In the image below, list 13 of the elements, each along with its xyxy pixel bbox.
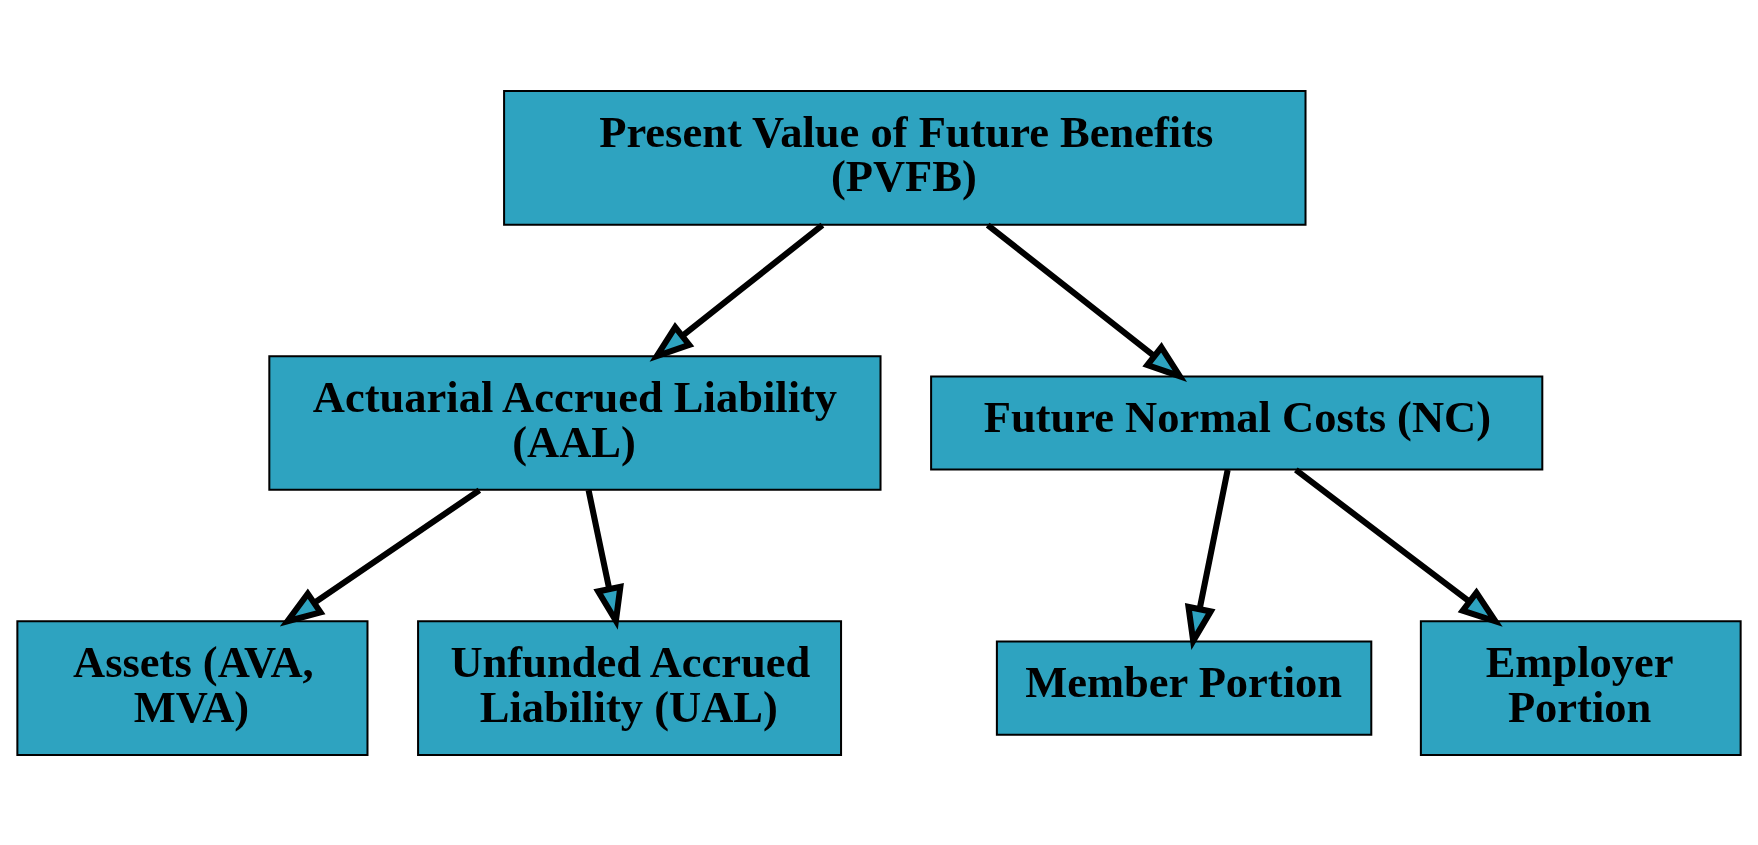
node-box: Assets (AVA, MVA) bbox=[16, 619, 369, 756]
node-box: Present Value of Future Benefits (PVFB) bbox=[503, 89, 1307, 226]
arrow bbox=[649, 222, 825, 362]
arrow bbox=[1294, 467, 1503, 627]
arrow bbox=[279, 487, 482, 626]
arrow bbox=[1184, 468, 1231, 650]
arrow bbox=[985, 222, 1188, 382]
node-box: Unfunded Accrued Liability (UAL) bbox=[417, 619, 843, 756]
node-box: Member Portion bbox=[995, 640, 1373, 736]
node-box: Employer Portion bbox=[1419, 619, 1742, 756]
node-box: Actuarial Accrued Liability (AAL) bbox=[268, 354, 882, 491]
node-box: Future Normal Costs (NC) bbox=[930, 374, 1544, 471]
arrow bbox=[585, 489, 624, 630]
